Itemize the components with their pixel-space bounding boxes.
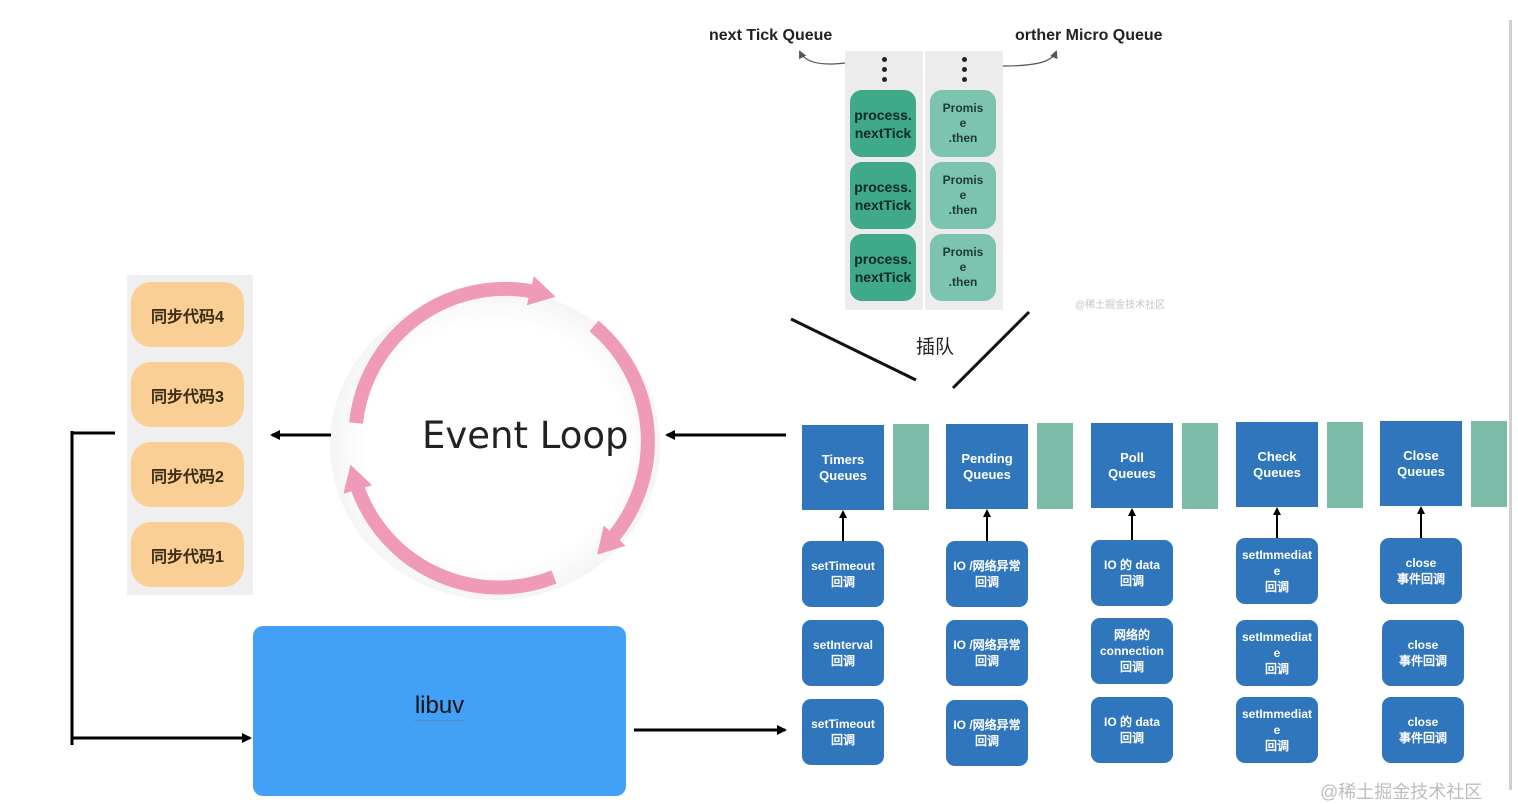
phase-microtask-gap	[1037, 423, 1073, 509]
timers-callback: setTimeout 回调	[802, 699, 884, 765]
phase-microtask-gap	[893, 424, 929, 510]
loop-arc-right	[589, 320, 655, 555]
timers-callback: setInterval 回调	[802, 620, 884, 686]
pending-callback: IO /网络异常 回调	[946, 620, 1028, 686]
libuv-label: libuv	[414, 691, 465, 721]
other-micro-pointer	[1002, 50, 1058, 67]
close-callback: close 事件回调	[1380, 538, 1462, 604]
event-loop-title: Event Loop	[422, 414, 628, 457]
sync-code-stack: 同步代码4 同步代码3 同步代码2 同步代码1	[127, 275, 253, 595]
queue-jump-line-right	[951, 310, 1031, 390]
poll-callback: IO 的 data 回调	[1091, 540, 1173, 606]
phase-microtask-gap	[1182, 423, 1218, 509]
other-micro-queue-column: Promis e .then Promis e .then Promis e .…	[925, 51, 1003, 310]
next-tick-queue-label: next Tick Queue	[709, 27, 833, 44]
check-callback: setImmediat e 回调	[1236, 620, 1318, 686]
loop-arc-top	[349, 276, 556, 424]
loop-arc-bottom	[343, 464, 557, 595]
check-callback: setImmediat e 回调	[1236, 538, 1318, 604]
promise-then-item: Promis e .then	[930, 162, 996, 229]
pending-callback: IO /网络异常 回调	[946, 700, 1028, 766]
micro-queue-watermark: @稀土掘金技术社区	[1075, 300, 1166, 311]
next-tick-item: process. nextTick	[850, 162, 916, 229]
pending-callback: IO /网络异常 回调	[946, 541, 1028, 607]
check-callback: setImmediat e 回调	[1236, 697, 1318, 763]
timers-callback: setTimeout 回调	[802, 541, 884, 607]
other-micro-queue-label: orther Micro Queue	[1015, 27, 1163, 44]
phase-microtask-gap	[1327, 422, 1363, 508]
poll-callback: 网络的 connection 回调	[1091, 618, 1173, 684]
sync-code-item: 同步代码1	[131, 522, 244, 587]
promise-then-item: Promis e .then	[930, 90, 996, 157]
sync-code-item: 同步代码4	[131, 282, 244, 347]
queue-jump-line-left	[790, 317, 917, 382]
phase-close-queue: Close Queues	[1380, 421, 1462, 506]
event-loop-arrows	[343, 276, 655, 595]
next-tick-pointer	[799, 50, 846, 65]
promise-then-item: Promis e .then	[930, 234, 996, 301]
sync-code-item: 同步代码3	[131, 362, 244, 427]
poll-callback: IO 的 data 回调	[1091, 697, 1173, 763]
phase-poll-queue: Poll Queues	[1091, 423, 1173, 508]
phase-microtask-gap	[1471, 421, 1507, 507]
ellipsis-icon	[925, 57, 1003, 87]
close-callback: close 事件回调	[1382, 620, 1464, 686]
libuv-box: libuv	[253, 626, 626, 796]
next-tick-item: process. nextTick	[850, 90, 916, 157]
next-tick-queue-column: process. nextTick process. nextTick proc…	[845, 51, 923, 310]
queue-jump-label: 插队	[916, 337, 955, 358]
sync-code-item: 同步代码2	[131, 442, 244, 507]
next-tick-item: process. nextTick	[850, 234, 916, 301]
phase-check-queue: Check Queues	[1236, 422, 1318, 507]
phase-pending-queue: Pending Queues	[946, 424, 1028, 509]
page-edge-divider	[1509, 20, 1512, 790]
ellipsis-icon	[845, 57, 923, 87]
close-callback: close 事件回调	[1382, 697, 1464, 763]
phase-timers-queue: Timers Queues	[802, 425, 884, 510]
